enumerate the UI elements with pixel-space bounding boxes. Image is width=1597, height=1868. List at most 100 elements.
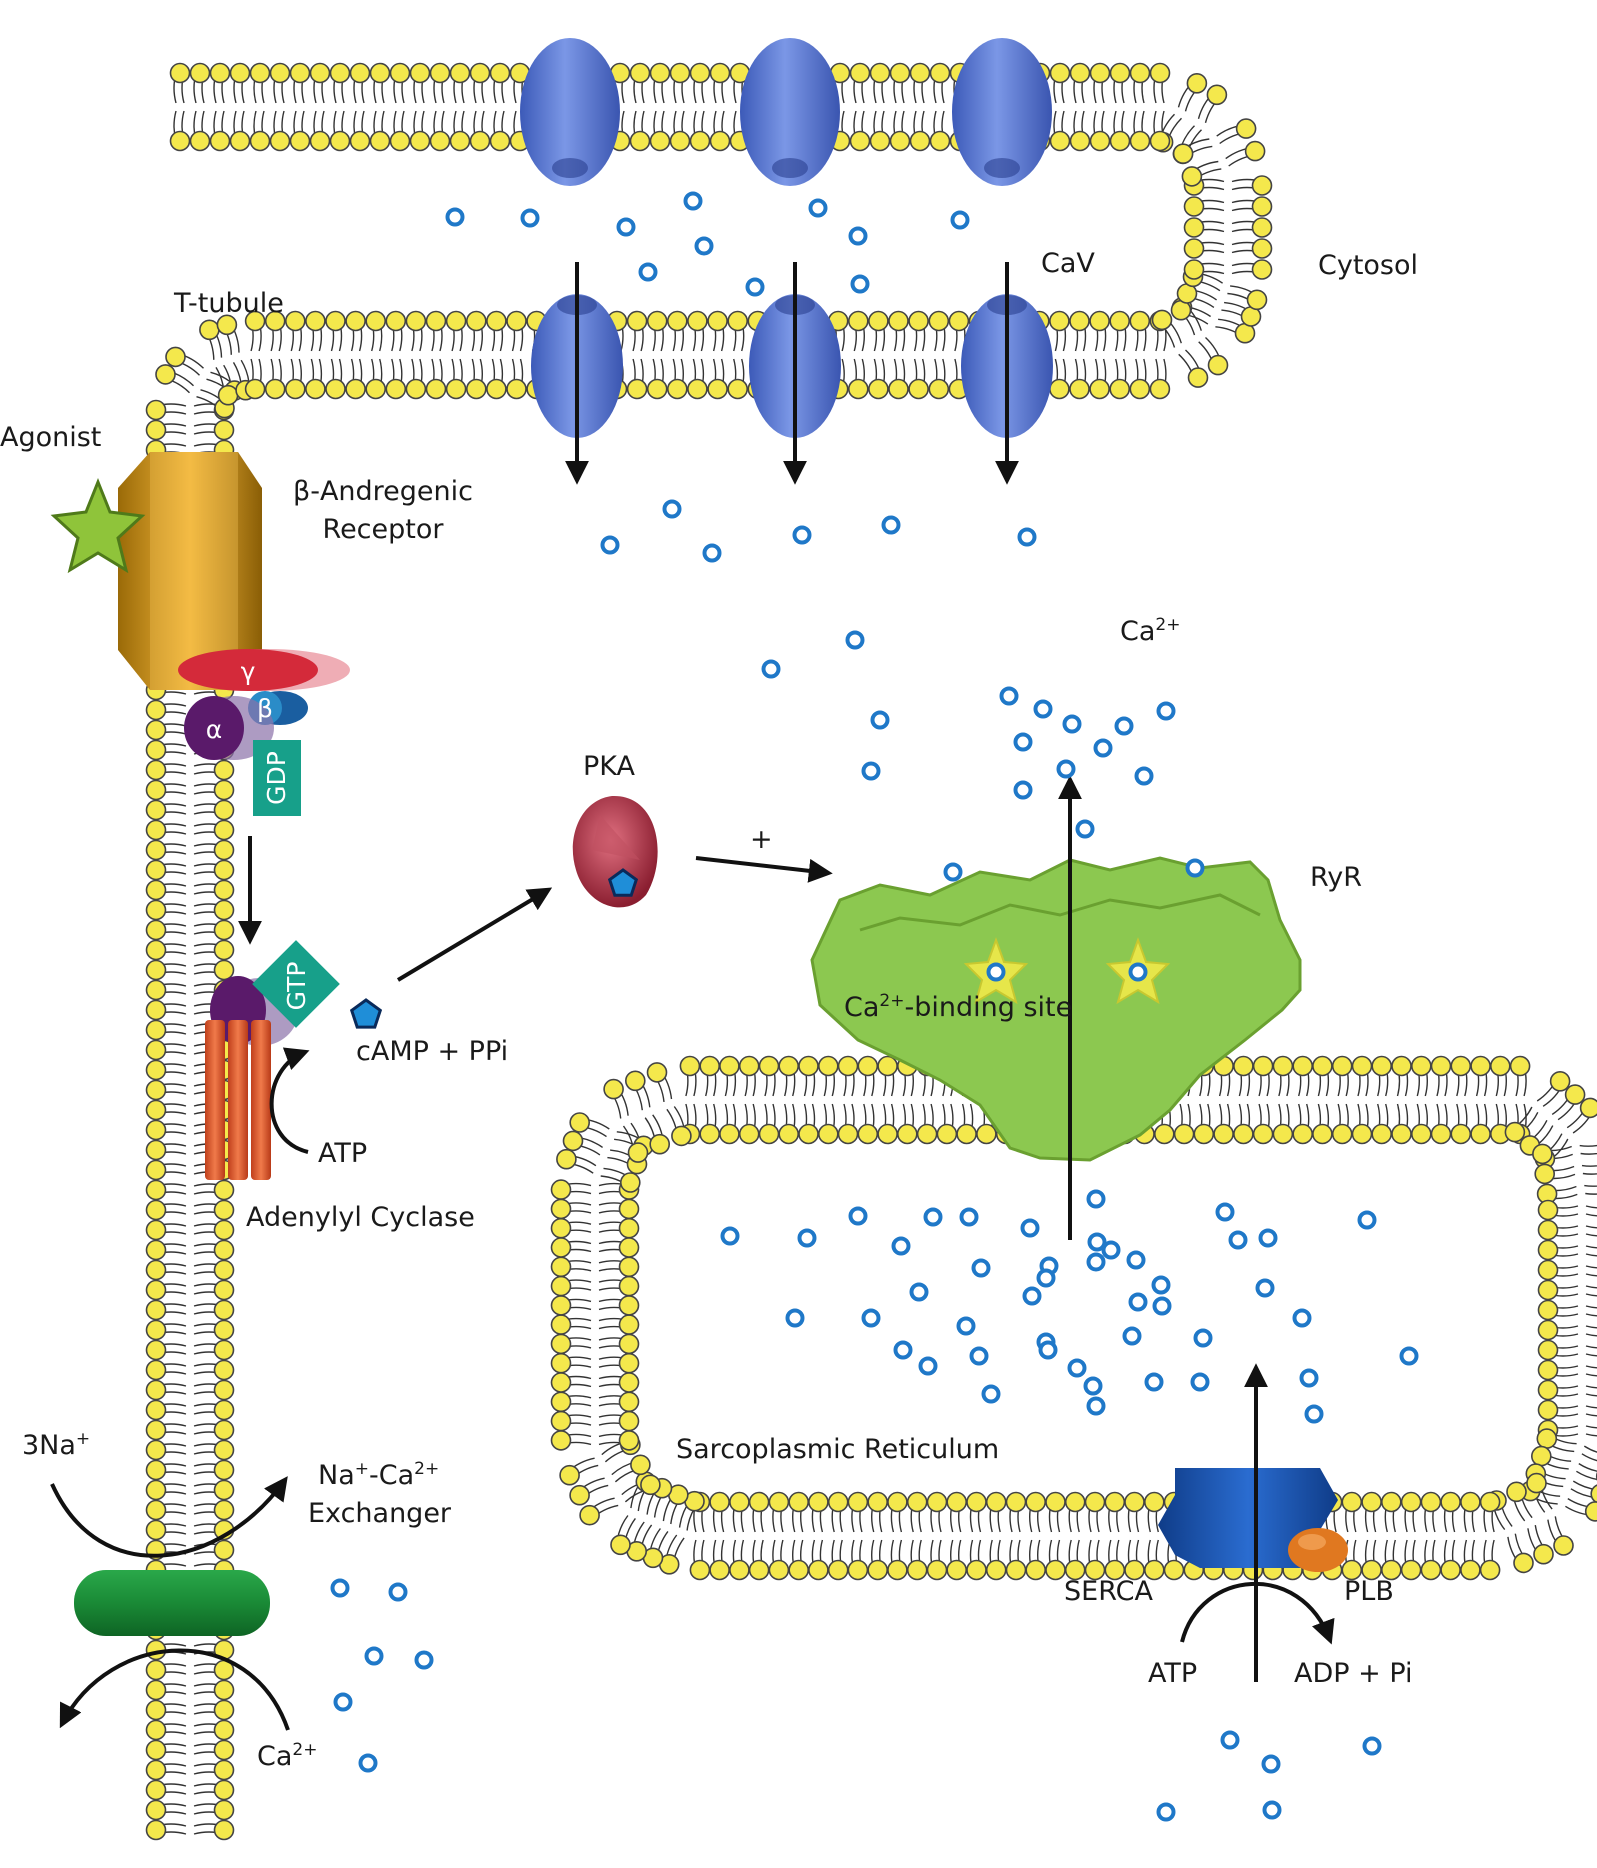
beta-adrenergic-receptor [118, 452, 262, 690]
calcium-ion-icon [1262, 1800, 1282, 1820]
free-calcium-label: Ca2+ [1120, 615, 1180, 647]
calcium-ion-icon [333, 1692, 353, 1712]
plb-protein [1288, 1528, 1348, 1572]
calcium-ion-icon [1038, 1340, 1058, 1360]
text-labels: CaV Cytosol T-tubule Agonist β-Andregeni… [0, 248, 1418, 1772]
calcium-ion-icon [1013, 780, 1033, 800]
calcium-ion-icon [981, 1384, 1001, 1404]
calcium-ion-icon [761, 659, 781, 679]
alpha-subunit-label: α [206, 715, 222, 744]
calcium-ion-icon [638, 262, 658, 282]
calcium-ion-icon [1304, 1404, 1324, 1424]
atp-cyclase-label: ATP [318, 1138, 367, 1169]
calcium-ion-icon [969, 1346, 989, 1366]
calcium-ion-icon [694, 236, 714, 256]
calcium-ion-icon [1228, 1230, 1248, 1250]
calcium-ion-icon [1075, 819, 1095, 839]
calcium-ion-icon [1017, 527, 1037, 547]
calcium-ion-icon [600, 535, 620, 555]
calcium-ion-icon [1156, 701, 1176, 721]
calcium-ion-icon [848, 226, 868, 246]
camp-pentagon-icon [607, 868, 639, 897]
atp-serca-label: ATP [1148, 1658, 1197, 1689]
calcium-ion-icon [358, 1753, 378, 1773]
calcium-ion-icon [861, 1308, 881, 1328]
sarcoplasmic-reticulum-label: Sarcoplasmic Reticulum [676, 1434, 999, 1465]
t-tubule-label: T-tubule [173, 288, 284, 319]
calcium-ion-icon [1185, 858, 1205, 878]
calcium-ion-icon [1020, 1218, 1040, 1238]
calcium-ion-icon [950, 210, 970, 230]
calcium-ion-icon [1114, 716, 1134, 736]
calcium-ion-icon [616, 217, 636, 237]
calcium-ion-icon [1036, 1268, 1056, 1288]
calcium-ion-icon [870, 710, 890, 730]
sarcoplasmic-reticulum-membrane [550, 1055, 1597, 1581]
calcium-ion-icon [999, 686, 1019, 706]
calcium-ion-icon [1261, 1754, 1281, 1774]
calcium-ion-icon [1067, 1358, 1087, 1378]
activation-plus-label: + [750, 824, 773, 855]
calcium-ion-icon [1086, 1189, 1106, 1209]
calcium-ion-icon [1193, 1328, 1213, 1348]
exchanger-label-line2: Exchanger [308, 1498, 452, 1529]
calcium-ion-icon [1086, 1252, 1106, 1272]
calcium-ion-icon [702, 543, 722, 563]
calcium-ion-icon [662, 499, 682, 519]
calcium-ion-icon [1215, 1202, 1235, 1222]
calcium-ion-icon [845, 630, 865, 650]
cytosol-label: Cytosol [1318, 250, 1418, 281]
na-influx-arrow [50, 1476, 288, 1558]
calcium-ion-icon [881, 515, 901, 535]
camp-pentagon-icon [349, 998, 383, 1029]
calcium-ion-icon [745, 277, 765, 297]
calcium-ion-icon [923, 1207, 943, 1227]
gdp-label: GDP [262, 751, 291, 805]
calcium-ion-icon [1190, 1372, 1210, 1392]
calcium-ion-icon [683, 191, 703, 211]
atp-to-cyclase-arrow [269, 1047, 310, 1154]
calcium-ion-icon [943, 862, 963, 882]
calcium-ion-icon [891, 1236, 911, 1256]
calcium-ion-icon [1101, 1240, 1121, 1260]
calcium-ion-icon [1357, 1210, 1377, 1230]
calcium-ion-icon [1022, 1286, 1042, 1306]
calcium-ion-icon [364, 1646, 384, 1666]
calcium-ion-icon [1126, 1250, 1146, 1270]
calcium-ion-icon [1033, 699, 1053, 719]
calcium-ion-icon [861, 761, 881, 781]
calcium-ion-icon [959, 1207, 979, 1227]
calcium-ion-icon [893, 1340, 913, 1360]
calcium-ion-icon [785, 1308, 805, 1328]
calcium-ion-icon [1362, 1736, 1382, 1756]
agonist-star-icon [50, 477, 146, 574]
cav-channel-top-1 [520, 38, 620, 186]
calcium-ion-icon [388, 1582, 408, 1602]
calcium-ion-icon [1128, 1292, 1148, 1312]
calcium-ion-icon [1156, 1802, 1176, 1822]
calcium-ion-icon [1292, 1308, 1312, 1328]
adenylyl-cyclase-label: Adenylyl Cyclase [246, 1202, 475, 1233]
ion-layer [330, 191, 1419, 1822]
calcium-ion-icon [1087, 1232, 1107, 1252]
agonist-label: Agonist [0, 422, 101, 453]
calcium-ion-icon [1255, 1278, 1275, 1298]
adp-pi-label: ADP + Pi [1294, 1658, 1413, 1689]
calcium-ion-icon [986, 962, 1006, 982]
calcium-ion-icon [850, 274, 870, 294]
gtp-label: GTP [282, 962, 311, 1011]
serca-label: SERCA [1064, 1576, 1153, 1607]
calcium-ion-icon [1013, 732, 1033, 752]
pka-to-ryr-arrow [695, 856, 833, 883]
calcium-ion-icon [1399, 1346, 1419, 1366]
cav-label: CaV [1041, 248, 1095, 279]
calcium-ion-icon [1062, 714, 1082, 734]
calcium-ion-icon [1299, 1368, 1319, 1388]
calcium-ion-icon [1258, 1228, 1278, 1248]
exchanger-label-line1: Na+-Ca2+ [318, 1459, 439, 1491]
calcium-ion-icon [520, 208, 540, 228]
calcium-ion-icon [1152, 1296, 1172, 1316]
plb-label: PLB [1344, 1576, 1394, 1607]
calcium-exchanger-label: Ca2+ [257, 1740, 317, 1772]
camp-to-pka-arrow [396, 887, 553, 982]
